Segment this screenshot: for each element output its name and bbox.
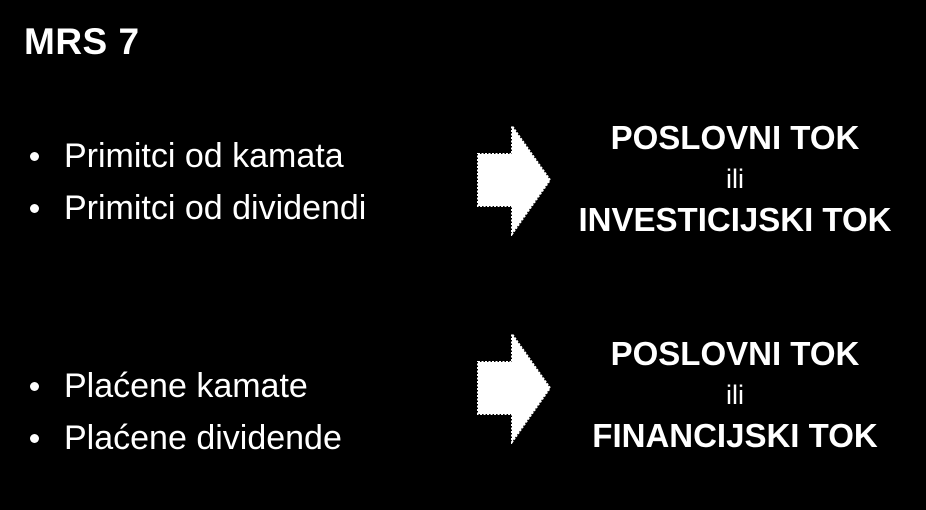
bullet-dot-icon [30,152,39,161]
bullet-list: Plaćene kamate Plaćene dividende [28,360,342,464]
slide-title: MRS 7 [24,21,140,62]
bullet-dot-icon [30,204,39,213]
result-primary: POSLOVNI TOK [610,119,860,156]
bullet-item: Primitci od dividendi [28,182,366,234]
bullet-list: Primitci od kamata Primitci od dividendi [28,130,366,234]
bullet-item: Primitci od kamata [28,130,366,182]
result-connector: ili [726,164,744,194]
bullet-text: Primitci od kamata [64,137,344,175]
result-primary: POSLOVNI TOK [610,335,860,372]
classification-result: POSLOVNI TOK ili INVESTICIJSKI TOK [560,116,910,242]
bullet-text: Plaćene kamate [64,367,308,405]
result-alternative: INVESTICIJSKI TOK [578,201,892,238]
right-arrow-icon [477,124,552,236]
classification-result: POSLOVNI TOK ili FINANCIJSKI TOK [560,332,910,458]
bullet-text: Plaćene dividende [64,419,342,457]
right-arrow-icon [477,332,552,444]
result-connector: ili [726,380,744,410]
bullet-item: Plaćene kamate [28,360,342,412]
bullet-dot-icon [30,382,39,391]
result-alternative: FINANCIJSKI TOK [592,417,878,454]
bullet-dot-icon [30,434,39,443]
bullet-item: Plaćene dividende [28,412,342,464]
bullet-text: Primitci od dividendi [64,189,367,227]
